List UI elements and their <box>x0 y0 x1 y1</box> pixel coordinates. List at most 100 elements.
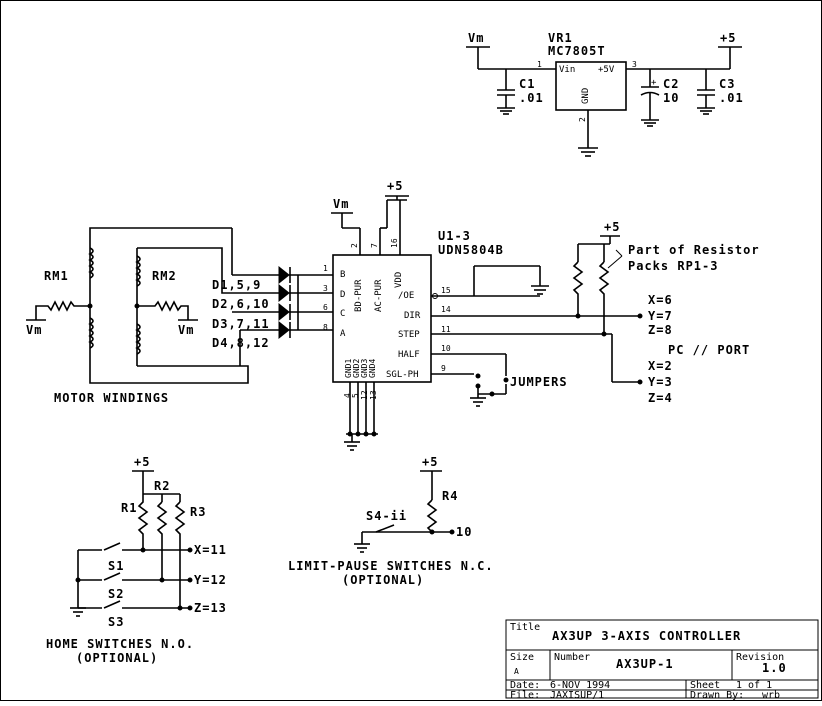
rm1-resistor <box>35 300 90 320</box>
driver-pin-num-1: 1 <box>323 264 328 273</box>
motor-windings-caption: MOTOR WINDINGS <box>54 391 169 405</box>
limit-switches-section: +5 R4 10 S4-ii LIMIT-PAUSE SWITCHES N.C.… <box>288 455 493 587</box>
rm2-coil-top <box>135 255 141 287</box>
r2-resistor <box>156 501 168 580</box>
driver-part: UDN5804B <box>438 243 504 257</box>
revision-value: 1.0 <box>762 661 787 675</box>
date-label: Date: <box>510 680 540 691</box>
motor-section: Vm RM1 Vm RM2 <box>26 227 333 405</box>
size-label: Size <box>510 652 534 663</box>
driver-pin-num-6: 6 <box>323 303 328 312</box>
driver-pin-a: A <box>340 329 346 339</box>
driver-pin-num-8: 8 <box>323 323 328 332</box>
limit-port-pin: 10 <box>456 525 472 539</box>
motor-vm2-label: Vm <box>178 323 194 337</box>
diode-d2 <box>278 283 291 303</box>
jumpers-label: JUMPERS <box>510 375 568 389</box>
port-section: +5 Part of Resistor Packs RP1-3 X=6 Y=7 … <box>431 220 759 407</box>
driver-ref: U1-3 <box>438 229 471 243</box>
diode-d1-label: D1,5,9 <box>212 278 261 292</box>
driver-pin-sgl-ph: SGL-PH <box>386 370 419 380</box>
home-caption: HOME SWITCHES N.O. <box>46 637 194 651</box>
driver-pin-b: B <box>340 270 345 280</box>
regulator-section: Vm C1 .01 VR1 MC7805T Vin +5V GND 1 3 2 … <box>466 31 744 157</box>
driver-pin-dir: DIR <box>404 311 421 321</box>
vm-supply-label: Vm <box>468 31 484 45</box>
driver-pin-num-15: 15 <box>441 286 451 295</box>
dir-x-pin: X=6 <box>648 293 673 307</box>
driver-pin-gnd4: GND4 <box>368 359 377 378</box>
resistor-note-2: Packs RP1-3 <box>628 259 718 273</box>
rm1-coil-bottom <box>88 317 94 349</box>
size-value: A <box>514 667 519 676</box>
driver-pin-bd-pur: BD-PUR <box>354 279 364 312</box>
c2-value: 10 <box>663 91 679 105</box>
c2-polarity: + <box>651 78 657 88</box>
driver-pin-num-5: 5 <box>351 393 360 398</box>
diode-d2-label: D2,6,10 <box>212 297 270 311</box>
s3-label: S3 <box>108 615 124 629</box>
regulator-pin1: 1 <box>537 60 542 69</box>
limit-plus5-label: +5 <box>422 455 438 469</box>
port-plus5-label: +5 <box>604 220 620 234</box>
date-value: 6-NOV 1994 <box>550 680 610 691</box>
r3-resistor <box>174 501 186 608</box>
driver-pin-num-2: 2 <box>350 243 359 248</box>
r4-label: R4 <box>442 489 458 503</box>
driver-pin-num-10: 10 <box>441 344 451 353</box>
driver-pin-num-9: 9 <box>441 364 446 373</box>
rm1-label: RM1 <box>44 269 69 283</box>
dir-z-pin: Z=8 <box>648 323 673 337</box>
drawn-by-value: wrb <box>762 690 780 701</box>
title-block: Title AX3UP 3-AXIS CONTROLLER Size A Num… <box>505 619 819 701</box>
regulator-pin2: 2 <box>578 117 587 122</box>
driver-plus5-label: +5 <box>387 179 403 193</box>
driver-pin-oe: /OE <box>398 291 414 301</box>
driver-pin-num-11: 11 <box>441 325 451 334</box>
pullup-step-resistor <box>598 261 610 334</box>
regulator-ref: VR1 <box>548 31 573 45</box>
number-value: AX3UP-1 <box>616 657 674 671</box>
s1-label: S1 <box>108 559 124 573</box>
driver-pin-c: C <box>340 309 345 319</box>
c3-value: .01 <box>719 91 744 105</box>
c2-plate-bottom <box>640 91 660 96</box>
driver-section: U1-3 UDN5804B B D C A 1 3 6 8 BD-PUR AC-… <box>323 179 549 451</box>
regulator-out-pin: +5V <box>598 65 615 75</box>
driver-pin-num-14: 14 <box>441 305 451 314</box>
driver-pin-gnd2: GND2 <box>352 359 361 378</box>
driver-pin-num-7: 7 <box>370 243 379 248</box>
regulator-body <box>555 61 627 111</box>
diode-d4-label: D4,8,12 <box>212 336 270 350</box>
s4-switch <box>375 524 395 533</box>
regulator-part: MC7805T <box>548 44 606 58</box>
home-optional: (OPTIONAL) <box>76 651 158 665</box>
number-label: Number <box>554 652 590 663</box>
driver-pin-num-16: 16 <box>390 238 399 248</box>
s2-switch <box>103 572 121 581</box>
driver-pin-num-3: 3 <box>323 284 328 293</box>
driver-pin-d: D <box>340 290 345 300</box>
c3-label: C3 <box>719 77 735 91</box>
driver-pin-step: STEP <box>398 330 420 340</box>
dir-y-pin: Y=7 <box>648 309 673 323</box>
s2-label: S2 <box>108 587 124 601</box>
diode-d4 <box>278 320 291 340</box>
file-value: JAXISUP/1 <box>550 690 604 701</box>
rm2-resistor <box>137 300 189 320</box>
diode-d3 <box>278 302 291 322</box>
sheet-value: 1 of 1 <box>736 680 772 691</box>
rm2-label: RM2 <box>152 269 177 283</box>
c1-value: .01 <box>519 91 544 105</box>
c1-label: C1 <box>519 77 535 91</box>
regulator-pin3: 3 <box>632 60 637 69</box>
pc-port-label: PC // PORT <box>668 343 750 357</box>
r1-label: R1 <box>121 501 137 515</box>
driver-pin-half: HALF <box>398 350 420 360</box>
driver-pin-gnd3: GND3 <box>360 359 369 378</box>
driver-vm-label: Vm <box>333 197 349 211</box>
drawn-by-label: Drawn By: <box>690 690 744 701</box>
title-label: Title <box>510 622 540 633</box>
c2-label: C2 <box>663 77 679 91</box>
